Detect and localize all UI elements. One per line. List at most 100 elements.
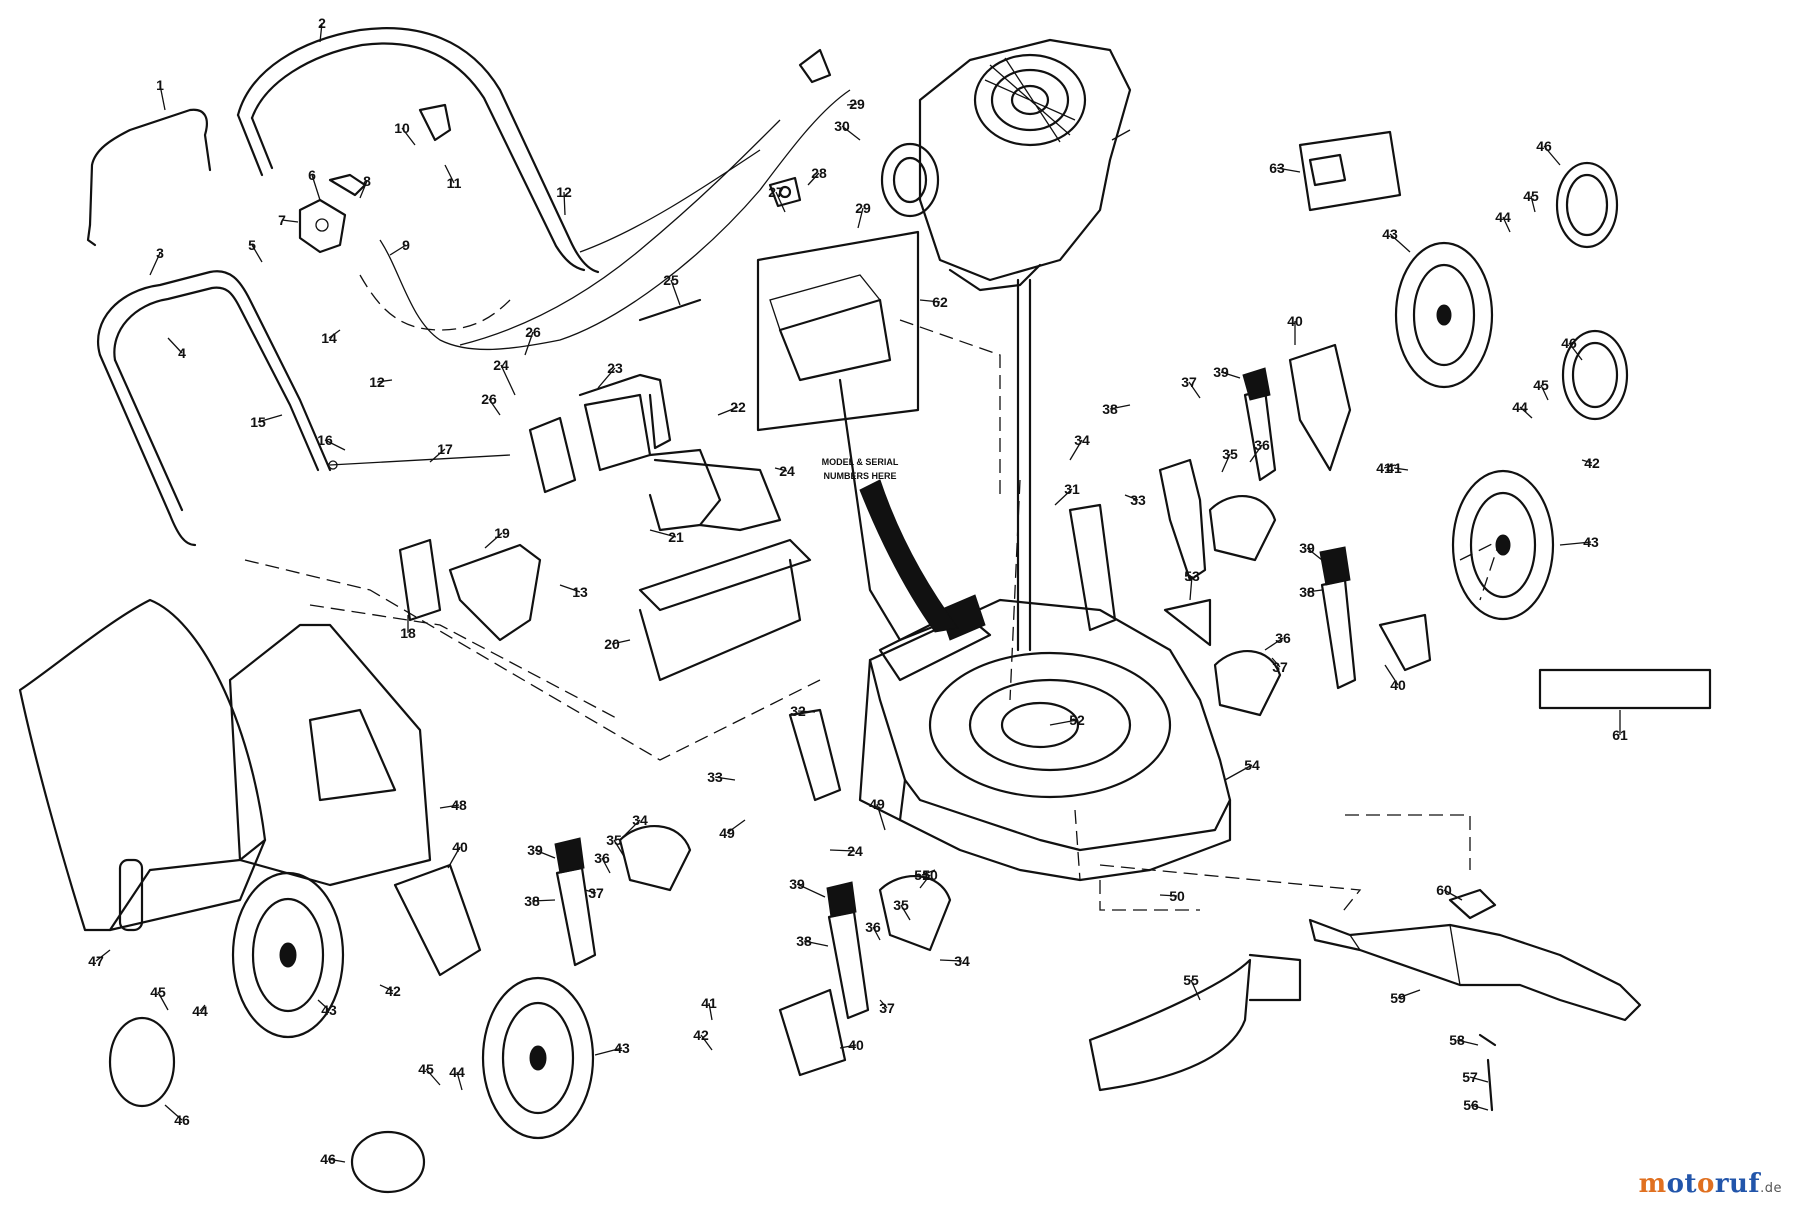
callout-number: 37 <box>879 1000 895 1016</box>
leader-line <box>379 984 394 992</box>
callout-number: 45 <box>1533 377 1549 393</box>
leader-line <box>1443 889 1463 901</box>
leader-line <box>584 889 597 894</box>
callout-number: 45 <box>418 1061 434 1077</box>
callout-number: 35 <box>1222 446 1238 462</box>
blade <box>1308 888 1642 1112</box>
callout-number: 45 <box>1523 188 1539 204</box>
callout-number: 23 <box>607 360 623 376</box>
leader-line <box>488 398 501 416</box>
leader-line <box>199 1004 206 1012</box>
callout-number: 33 <box>707 769 723 785</box>
leader-line <box>257 414 283 423</box>
leader-line <box>797 710 816 713</box>
leader-line <box>619 819 641 841</box>
callout-number: 43 <box>1382 226 1398 242</box>
callout-number: 54 <box>1244 757 1260 773</box>
leader-line <box>774 467 788 472</box>
leader-line <box>389 244 407 256</box>
callout-number: 15 <box>250 414 266 430</box>
leader-line <box>1189 575 1193 601</box>
rear-bracket-assembly <box>328 373 812 682</box>
callout-number: 40 <box>848 1037 864 1053</box>
callout-number: 46 <box>320 1151 336 1167</box>
leader-line <box>456 1071 463 1091</box>
lower-handle <box>97 270 332 547</box>
callout-number: 36 <box>1254 437 1270 453</box>
callout-number: 47 <box>88 953 104 969</box>
callout-number: 49 <box>719 825 735 841</box>
callout-number: 37 <box>588 885 604 901</box>
leader-line <box>1519 406 1533 419</box>
wheel-front-left <box>481 976 595 1140</box>
callout-number: 12 <box>556 184 572 200</box>
leader-line <box>1111 129 1131 141</box>
leader-line <box>1221 453 1231 473</box>
callout-number: 36 <box>594 850 610 866</box>
leader-line <box>1456 1039 1479 1046</box>
callout-number: 38 <box>524 893 540 909</box>
callout-number: 11 <box>447 175 462 191</box>
callout-number: 40 <box>452 839 468 855</box>
leader-line <box>857 207 864 229</box>
brand-watermark: motoruf.de <box>1639 1169 1782 1199</box>
upper-handle <box>236 27 600 274</box>
leader-line <box>500 364 516 396</box>
leader-line <box>939 959 963 962</box>
leader-line <box>670 279 681 306</box>
leader-line <box>613 839 626 859</box>
callout-number: 29 <box>849 96 865 112</box>
brand-name: motoruf <box>1638 1169 1761 1199</box>
leader-line <box>726 819 746 834</box>
leader-line <box>167 337 183 354</box>
callout-number: 10 <box>394 120 410 136</box>
callout-number: 13 <box>572 584 588 600</box>
leader-line <box>439 804 460 809</box>
grass-catcher-bag <box>18 598 267 932</box>
callout-number: 24 <box>847 843 863 859</box>
callout-number: 37 <box>1181 374 1197 390</box>
callout-number: 7 <box>278 212 286 228</box>
callout-number: 50 <box>1169 888 1185 904</box>
callout-number: 60 <box>1436 882 1452 898</box>
leader-line <box>401 127 416 146</box>
mower-deck <box>838 378 1232 882</box>
callout-number: 62 <box>932 294 948 310</box>
leader-line <box>921 869 936 876</box>
callout-number: 29 <box>855 200 871 216</box>
callout-number: 50 <box>922 867 938 883</box>
leader-line <box>534 849 556 859</box>
callout-number: 57 <box>1462 1069 1478 1085</box>
callout-number: 12 <box>369 374 385 390</box>
baffle <box>1088 953 1302 1092</box>
engine <box>798 38 1132 652</box>
leader-line <box>876 803 886 831</box>
callout-number: 48 <box>451 797 467 813</box>
leader-line <box>872 926 881 941</box>
leader-line <box>251 244 263 263</box>
callout-number: 43 <box>614 1040 630 1056</box>
callout-number: 2 <box>318 15 326 31</box>
leader-line <box>717 406 739 416</box>
model-note-line2: NUMBERS HERE <box>823 471 896 481</box>
leader-line <box>1069 439 1083 461</box>
grass-catcher-frame <box>228 623 432 887</box>
callout-number: 51 <box>914 867 930 883</box>
callout-number: 44 <box>449 1064 465 1080</box>
leader-line <box>1502 216 1511 233</box>
callout-number: 40 <box>1287 313 1303 329</box>
callout-number: 31 <box>1064 481 1080 497</box>
leader-line <box>1530 195 1536 213</box>
callout-number: 35 <box>606 832 622 848</box>
leader-line <box>1540 384 1549 401</box>
leader-line <box>359 180 368 199</box>
callout-number: 38 <box>1102 401 1118 417</box>
callout-number: 16 <box>317 432 333 448</box>
callout-number: 39 <box>527 842 543 858</box>
callout-number: 1 <box>156 77 164 93</box>
callout-number: 42 <box>1584 455 1600 471</box>
callout-number: 39 <box>789 876 805 892</box>
callout-number: 4 <box>178 345 186 361</box>
callout-number: 19 <box>494 525 510 541</box>
pivot-arms <box>393 343 1432 1077</box>
